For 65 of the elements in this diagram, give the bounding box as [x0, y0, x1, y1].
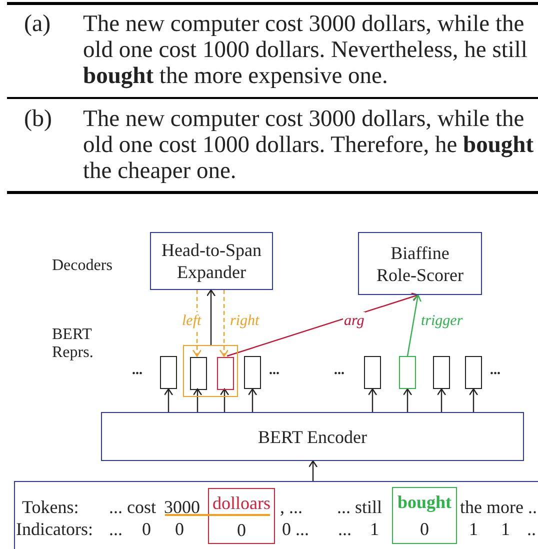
- example-sentence: The new computer cost 3000 dollars, while the old one cost 1000 dollars. Therefore, he bought the cheaper one.: [83, 106, 535, 184]
- representation-box: [364, 356, 381, 389]
- token-text: dolloars: [212, 492, 270, 512]
- ellipsis: ...: [132, 362, 142, 380]
- indicator-value: 0: [237, 520, 246, 540]
- representation-box: [399, 356, 416, 389]
- representation-box: [217, 357, 234, 390]
- arrow: [220, 388, 230, 412]
- box-label: BERT Encoder: [256, 426, 368, 448]
- row-label: Tokens:: [22, 496, 79, 519]
- token-text: ... cost: [109, 496, 156, 519]
- representation-box: [190, 357, 207, 390]
- span-group-box: [183, 345, 238, 397]
- decoder-box: [358, 232, 482, 295]
- ellipsis: ...: [490, 362, 500, 380]
- indicator-value: 0: [420, 519, 429, 540]
- indicator-value: ...: [338, 518, 352, 541]
- arrow: [248, 388, 258, 412]
- indicator-value: ..: [527, 518, 536, 541]
- arrow: [402, 388, 412, 412]
- token-text: bought: [397, 492, 452, 512]
- arrow: [308, 460, 318, 481]
- decoder-box: [150, 232, 273, 290]
- indicator-value: 1: [501, 518, 510, 541]
- row-label: (a): [24, 11, 51, 37]
- token-text: the more ..: [460, 496, 537, 519]
- arrow: [192, 290, 202, 357]
- token-box: [392, 487, 457, 544]
- token-text: , ...: [280, 496, 302, 519]
- indicator-value: 1: [469, 518, 478, 541]
- arrow: [219, 290, 229, 357]
- ellipsis: ...: [334, 362, 344, 380]
- layer-label: BERT Reprs.: [52, 326, 94, 362]
- arrow: [164, 388, 174, 412]
- arrow: [368, 388, 378, 412]
- indicator-value: 0: [175, 518, 184, 541]
- representation-box: [433, 356, 450, 389]
- box-label: Biaffine Role-Scorer: [376, 242, 464, 286]
- arrow: [206, 289, 216, 345]
- edge-label: right: [229, 312, 260, 330]
- representation-box: [160, 356, 177, 389]
- box-label: Head-to-Span Expander: [160, 239, 262, 283]
- layer-label: Decoders: [52, 256, 112, 276]
- indicator-value: 1: [370, 518, 379, 541]
- ellipsis: ...: [269, 362, 280, 380]
- encoder-box: [101, 412, 524, 461]
- arrow: [406, 294, 422, 356]
- indicator-value: 0 ...: [282, 518, 309, 541]
- representation-box: [465, 356, 482, 389]
- edge-label: left: [181, 312, 202, 330]
- token-text: 3000: [164, 496, 200, 519]
- arrow: [468, 388, 478, 412]
- edge-label: trigger: [420, 312, 464, 330]
- example-sentence: The new computer cost 3000 dollars, while the old one cost 1000 dollars. Nevertheless, he still bought the more expensive one.: [83, 11, 528, 89]
- edge-label: arg: [343, 312, 366, 330]
- row-label: (b): [24, 106, 52, 132]
- arrow: [192, 388, 202, 412]
- indicator-value: ...: [109, 518, 122, 541]
- arrow: [226, 292, 419, 357]
- representation-box: [244, 356, 261, 389]
- token-box: [208, 488, 275, 544]
- token-text: ... still: [337, 496, 382, 519]
- row-label: Indicators:: [16, 518, 93, 541]
- indicator-value: 0: [142, 518, 151, 541]
- arrow: [436, 388, 446, 412]
